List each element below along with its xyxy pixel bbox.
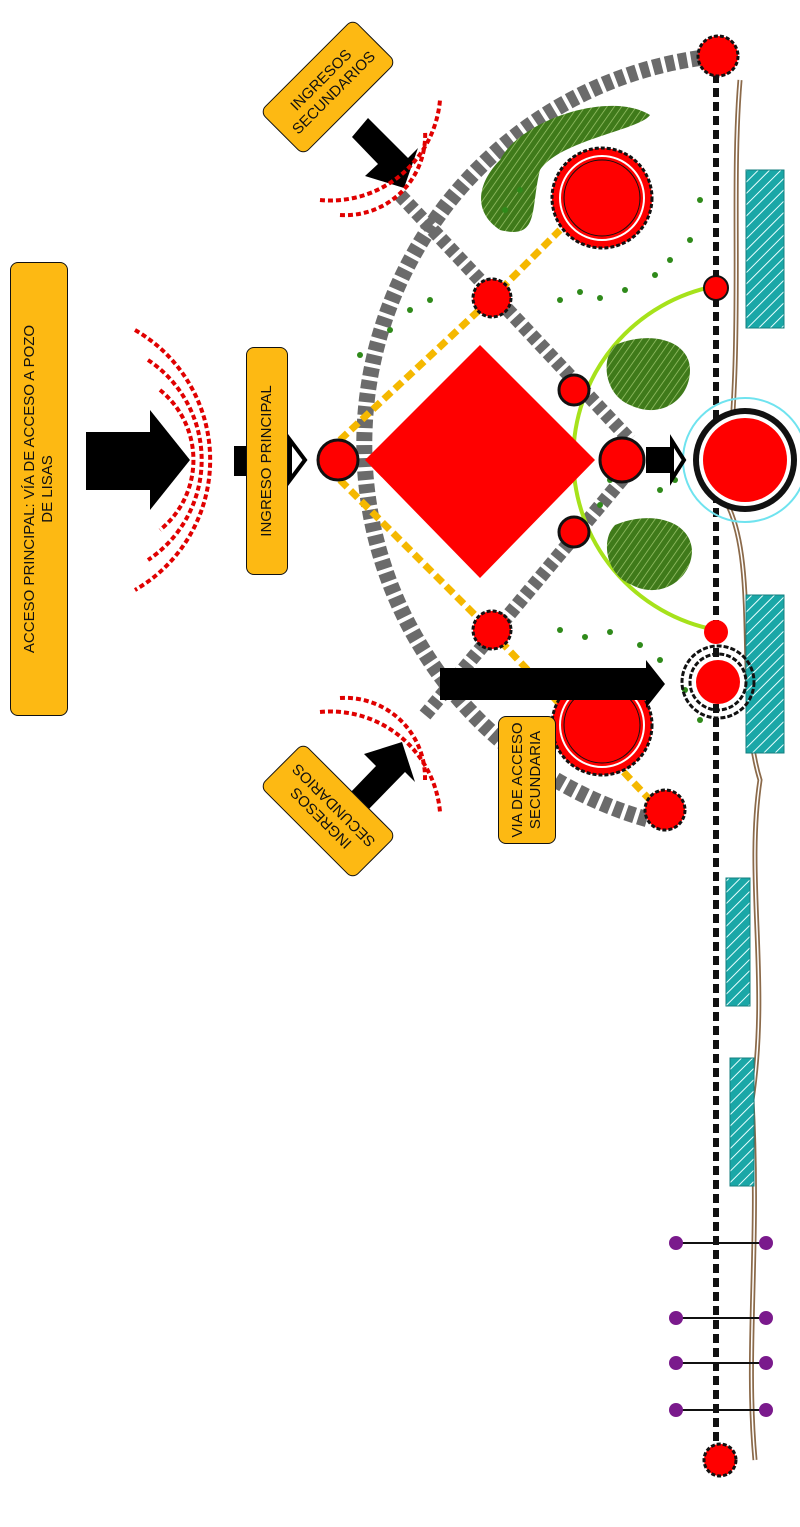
via-secundaria-line1: VIA DE ACCESO: [509, 722, 526, 838]
label-via-secundaria: VIA DE ACCESO SECUNDARIA: [498, 716, 556, 844]
signal-waves: [134, 99, 442, 813]
via-secundaria-line2: SECUNDARIA: [527, 730, 544, 830]
nodes: [316, 34, 800, 1478]
central-plaza: [365, 345, 595, 578]
vegetation: [357, 105, 703, 723]
acceso-principal-line2: DE LISAS: [39, 455, 56, 523]
ingreso-principal-text: INGRESO PRINCIPAL: [258, 385, 275, 537]
label-acceso-principal: ACCESO PRINCIPAL: VÍA DE ACCESO A POZO D…: [10, 262, 68, 716]
purple-nodes: [669, 1236, 773, 1417]
label-ingreso-principal: INGRESO PRINCIPAL: [246, 347, 288, 575]
acceso-principal-line1: ACCESO PRINCIPAL: VÍA DE ACCESO A POZO: [21, 324, 38, 654]
